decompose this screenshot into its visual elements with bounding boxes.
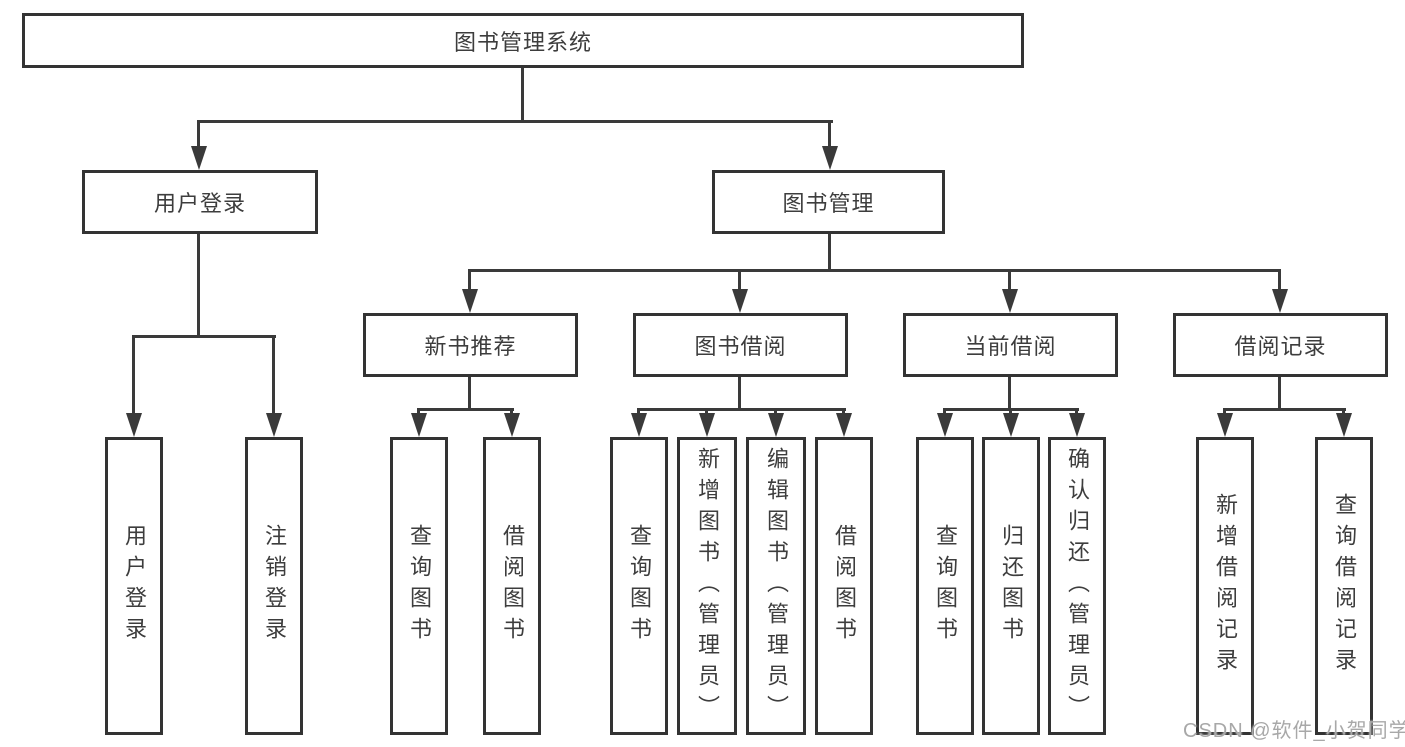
connector-line — [738, 269, 741, 291]
connector-line — [417, 408, 514, 411]
arrow-down — [822, 146, 838, 170]
connector-line — [272, 335, 275, 415]
connector-line — [842, 408, 845, 416]
connector-line — [197, 120, 200, 148]
leaf-label: 查询借阅记录 — [1332, 493, 1357, 679]
node-library-management-system: 图书管理系统 — [22, 13, 1024, 68]
node-user-login: 用户登录 — [82, 170, 318, 234]
leaf-user-login: 用户登录 — [105, 437, 163, 735]
node-label-current-borrow: 当前借阅 — [964, 334, 1057, 359]
node-label-borrow-records: 借阅记录 — [1234, 334, 1327, 359]
connector-line — [738, 377, 741, 408]
arrow-down — [504, 413, 520, 437]
connector-line — [468, 269, 1281, 272]
connector-line — [1009, 408, 1012, 416]
connector-line — [197, 232, 200, 335]
connector-line — [468, 269, 471, 291]
node-label-user-login: 用户登录 — [153, 191, 246, 216]
connector-line — [828, 232, 831, 271]
leaf-label: 查询图书 — [627, 524, 652, 648]
node-book-borrow: 图书借阅 — [633, 313, 848, 377]
connector-line — [828, 120, 831, 148]
arrow-down — [126, 413, 142, 437]
connector-line — [1342, 408, 1345, 416]
connector-line — [1278, 269, 1281, 291]
leaf-query-books-borrow: 查询图书 — [610, 437, 668, 735]
leaf-label: 借阅图书 — [500, 524, 525, 648]
connector-line — [132, 335, 135, 415]
arrow-down — [1003, 413, 1019, 437]
leaf-label: 查询图书 — [407, 524, 432, 648]
arrow-down — [1002, 289, 1018, 313]
arrow-down — [699, 413, 715, 437]
leaf-return-books: 归还图书 — [982, 437, 1040, 735]
arrow-down — [768, 413, 784, 437]
node-label-book-borrow: 图书借阅 — [694, 334, 787, 359]
csdn-watermark: CSDN @软件_小贺同学 — [1183, 720, 1405, 742]
node-borrow-records: 借阅记录 — [1173, 313, 1388, 377]
node-label-root: 图书管理系统 — [453, 29, 592, 55]
leaf-confirm-return-admin: 确认归还（管理员） — [1048, 437, 1106, 735]
connector-line — [705, 408, 708, 416]
leaf-query-books-recommend: 查询图书 — [390, 437, 448, 735]
connector-line — [1008, 377, 1011, 408]
arrow-down — [191, 146, 207, 170]
node-current-borrow: 当前借阅 — [903, 313, 1118, 377]
leaf-label: 用户登录 — [122, 524, 147, 648]
leaf-label: 注销登录 — [262, 524, 287, 648]
connector-line — [943, 408, 946, 416]
leaf-label: 归还图书 — [999, 524, 1024, 648]
arrow-down — [1336, 413, 1352, 437]
connector-line — [774, 408, 777, 416]
connector-line — [1008, 269, 1011, 291]
connector-line — [1278, 377, 1281, 408]
arrow-down — [462, 289, 478, 313]
connector-line — [637, 408, 640, 416]
connector-line — [1223, 408, 1226, 416]
node-book-management: 图书管理 — [712, 170, 945, 234]
leaf-add-borrow-record: 新增借阅记录 — [1196, 437, 1254, 735]
arrow-down — [411, 413, 427, 437]
arrow-down — [1069, 413, 1085, 437]
leaf-label: 编辑图书（管理员） — [764, 446, 789, 726]
leaf-query-borrow-record: 查询借阅记录 — [1315, 437, 1373, 735]
leaf-logout: 注销登录 — [245, 437, 303, 735]
connector-line — [521, 68, 524, 123]
arrow-down — [732, 289, 748, 313]
connector-line — [1075, 408, 1078, 416]
leaf-borrow-books: 借阅图书 — [815, 437, 873, 735]
leaf-query-books-current: 查询图书 — [916, 437, 974, 735]
leaf-label: 新增借阅记录 — [1213, 493, 1238, 679]
arrow-down — [631, 413, 647, 437]
arrow-down — [937, 413, 953, 437]
connector-line — [1223, 408, 1346, 411]
arrow-down — [266, 413, 282, 437]
connector-line — [468, 377, 471, 408]
leaf-borrow-books-recommend: 借阅图书 — [483, 437, 541, 735]
leaf-label: 查询图书 — [933, 524, 958, 648]
leaf-label: 借阅图书 — [832, 524, 857, 648]
node-label-new-book-recommend: 新书推荐 — [424, 334, 517, 359]
connector-line — [510, 408, 513, 416]
leaf-label: 新增图书（管理员） — [695, 446, 720, 726]
leaf-add-books-admin: 新增图书（管理员） — [677, 437, 737, 735]
leaf-edit-books-admin: 编辑图书（管理员） — [746, 437, 806, 735]
arrow-down — [836, 413, 852, 437]
connector-line — [417, 408, 420, 416]
arrow-down — [1217, 413, 1233, 437]
node-label-book-management: 图书管理 — [782, 191, 875, 216]
leaf-label: 确认归还（管理员） — [1065, 446, 1090, 726]
connector-line — [637, 408, 846, 411]
connector-line — [197, 120, 833, 123]
connector-line — [132, 335, 276, 338]
node-new-book-recommend: 新书推荐 — [363, 313, 578, 377]
arrow-down — [1272, 289, 1288, 313]
